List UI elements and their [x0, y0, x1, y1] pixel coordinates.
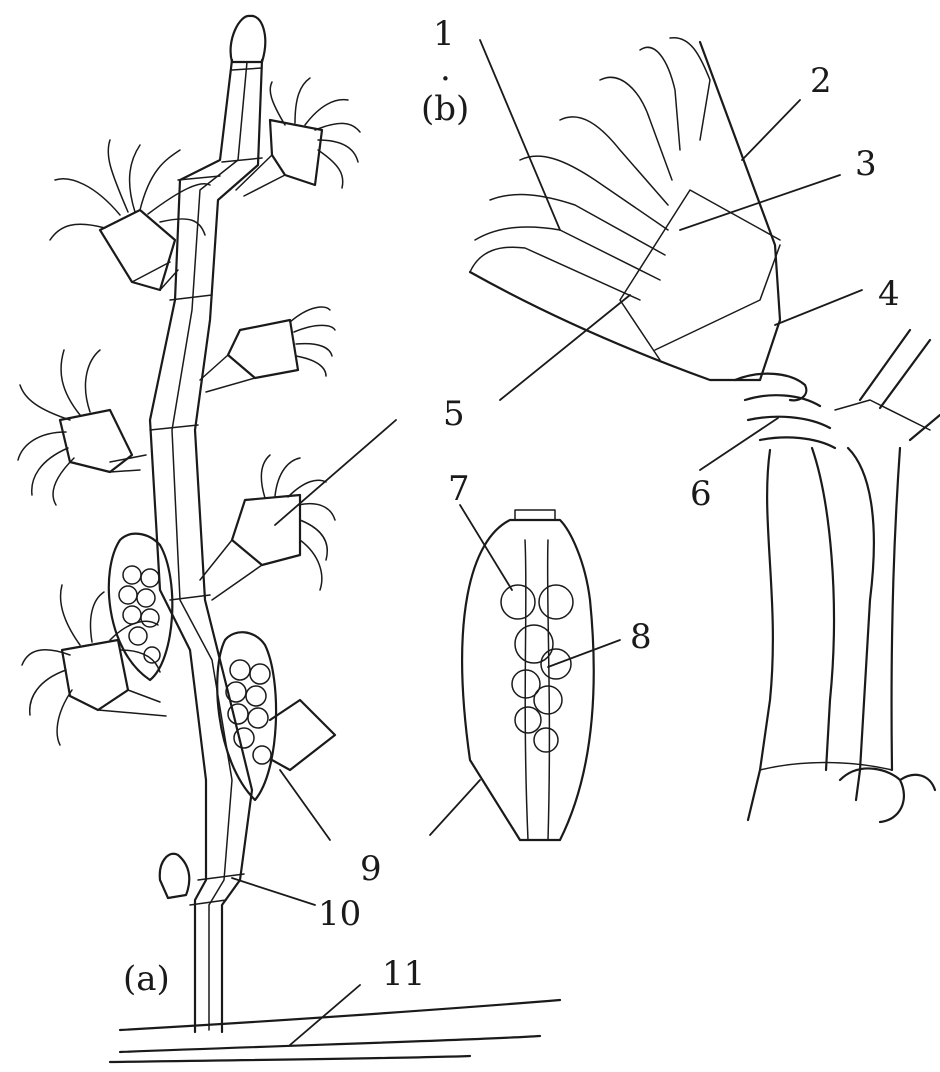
leader-4	[775, 290, 862, 325]
leader-9b	[430, 780, 480, 835]
egg-case-outline	[462, 520, 594, 840]
label-7: 7	[448, 469, 470, 509]
egg-case-neck	[515, 510, 555, 520]
supporting-branch	[748, 448, 900, 820]
leader-5a	[275, 420, 396, 525]
basal-knobs	[840, 768, 935, 822]
label-10: 10	[318, 894, 361, 934]
attached-bract	[270, 700, 335, 770]
leader-1	[480, 40, 560, 230]
cup-inner	[620, 190, 780, 360]
egg-case-eggs	[501, 585, 573, 752]
basal-bud	[160, 854, 189, 898]
label-panel-b: (b)	[421, 89, 469, 129]
label-2: 2	[810, 61, 832, 101]
branch-joint	[760, 400, 930, 770]
label-8: 8	[630, 617, 652, 657]
top-bud	[231, 16, 266, 62]
hydrotheca-1	[100, 210, 175, 290]
stolon	[110, 1000, 560, 1062]
hydrotheca-2	[270, 120, 322, 185]
hydranth-stalks	[98, 155, 285, 716]
label-panel-a: (a)	[123, 959, 170, 999]
label-1: 1	[433, 14, 455, 54]
tentacle-fan	[470, 38, 710, 300]
label-11: 11	[382, 954, 425, 994]
gonotheca-eggs	[119, 566, 271, 764]
leader-5b	[500, 295, 630, 400]
label-dot: .	[440, 49, 451, 89]
leader-8	[548, 640, 620, 667]
hydrotheca-5	[232, 495, 300, 565]
leader-2	[742, 100, 800, 160]
label-5: 5	[443, 394, 465, 434]
tentacles	[18, 78, 360, 745]
leader-10	[232, 878, 315, 905]
labels: (a) (b) . 1 2 3 4 5 6 7 8 9 10 11	[123, 14, 900, 999]
hydrotheca-3	[228, 320, 298, 378]
colony-drawing	[18, 16, 560, 1062]
egg-case-drawing	[462, 510, 594, 840]
leader-6	[700, 418, 778, 470]
gonotheca-1	[109, 534, 173, 680]
hypostome	[655, 245, 780, 350]
main-stem	[150, 60, 262, 1032]
label-3: 3	[855, 144, 877, 184]
label-6: 6	[690, 474, 712, 514]
hydrotheca-6	[62, 640, 128, 710]
leader-3	[680, 175, 840, 230]
hydrotheca-4	[60, 410, 132, 472]
label-9: 9	[360, 849, 382, 889]
leader-7	[460, 505, 512, 590]
side-branch-top	[860, 330, 940, 440]
leader-9a	[280, 770, 330, 840]
label-4: 4	[878, 274, 900, 314]
